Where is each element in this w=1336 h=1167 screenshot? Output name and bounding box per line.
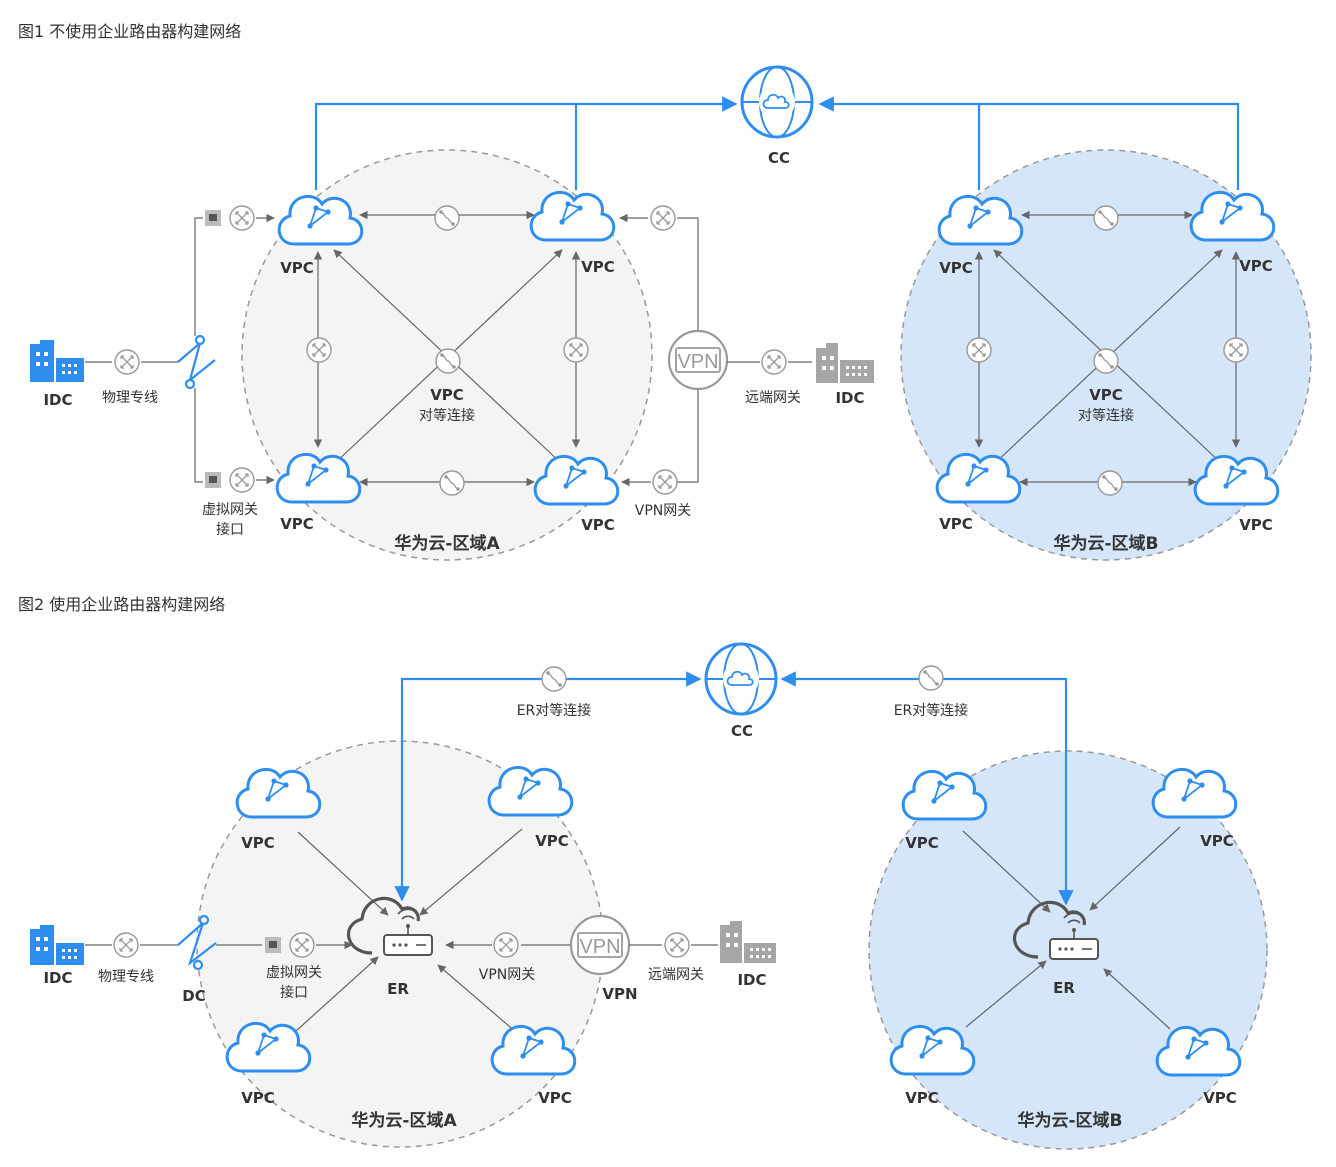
- vpn-gateway-label: VPN网关: [635, 503, 692, 519]
- cc-connections: [314, 96, 1240, 190]
- cc-icon: [704, 642, 778, 716]
- cc-icon: [740, 65, 814, 139]
- dc-lightning-icon: [177, 334, 216, 390]
- vpc-label: VPC: [1239, 516, 1273, 534]
- region-b-label: 华为云-区域B: [1017, 1110, 1122, 1131]
- vpc-label: VPC: [280, 515, 314, 533]
- region-b-vpc-cloud: [1189, 190, 1276, 242]
- vpc-label: VPC: [535, 832, 569, 850]
- figure2-diagram: ER对等连接 ER对等连接 CC VPC VPC VPC VPC ER 华为云-…: [30, 642, 1268, 1150]
- vpc-label: VPC: [280, 259, 314, 277]
- physical-line-label: 物理专线: [102, 390, 158, 406]
- figure1-diagram: CC VPC VPC VPC VPC VPC 对等连接 华为云-区域A IDC …: [30, 65, 1312, 561]
- idc-label: IDC: [737, 971, 766, 989]
- remote-gateway-label: 远端网关: [648, 967, 704, 983]
- idc-building-icon: [30, 340, 84, 382]
- vif-label-line1: 虚拟网关: [266, 965, 322, 981]
- vpc-label: VPC: [939, 259, 973, 277]
- er-peering-label-right: ER对等连接: [894, 702, 969, 719]
- vpc-label: VPC: [905, 1089, 939, 1107]
- vpn-icon-text: VPN: [579, 936, 620, 958]
- region-a-vpc-cloud: [529, 190, 616, 242]
- vpc-label: VPC: [905, 834, 939, 852]
- cc-label: CC: [768, 149, 790, 167]
- idc-building-icon-gray: [816, 343, 874, 383]
- peering-label-line1: VPC: [430, 386, 464, 404]
- region-b-vpc-cloud: [1151, 767, 1238, 819]
- vpc-label: VPC: [939, 515, 973, 533]
- dc-lightning-icon: [177, 914, 217, 971]
- dc-label: DC: [182, 987, 205, 1005]
- er-peering-lines: [394, 671, 1074, 906]
- idc-building-icon-gray: [720, 921, 776, 963]
- er-label: ER: [1053, 979, 1075, 997]
- er-label: ER: [387, 980, 409, 998]
- vpc-label: VPC: [1239, 257, 1273, 275]
- vpn-gateway-label: VPN网关: [479, 967, 536, 983]
- remote-gateway-label: 远端网关: [745, 390, 801, 406]
- region-a-label: 华为云-区域A: [351, 1110, 457, 1131]
- region-a-vpc-cloud: [487, 765, 574, 817]
- vpc-label: VPC: [1200, 832, 1234, 850]
- region-b-er-links: [962, 826, 1181, 1030]
- er-peering-label-left: ER对等连接: [517, 702, 592, 719]
- idc-label: IDC: [43, 969, 72, 987]
- vif-label-line1: 虚拟网关: [202, 502, 258, 518]
- vpn-label: VPN: [602, 985, 637, 1003]
- vpc-label: VPC: [538, 1089, 572, 1107]
- idc-building-icon: [30, 925, 84, 965]
- vpn-icon-text: VPN: [677, 351, 718, 373]
- physical-line-label: 物理专线: [98, 969, 154, 985]
- idc-label: IDC: [43, 391, 72, 409]
- vpc-label: VPC: [241, 1089, 275, 1107]
- vpc-label: VPC: [241, 834, 275, 852]
- vpc-label: VPC: [1203, 1089, 1237, 1107]
- peering-label-line1: VPC: [1089, 386, 1123, 404]
- peering-label-line2: 对等连接: [419, 407, 475, 424]
- vpc-label: VPC: [581, 516, 615, 534]
- vpc-label: VPC: [581, 258, 615, 276]
- figure1-title: 图1 不使用企业路由器构建网络: [18, 22, 242, 41]
- cc-label: CC: [731, 722, 753, 740]
- peering-label-line2: 对等连接: [1078, 407, 1134, 424]
- region-a-label: 华为云-区域A: [394, 533, 500, 554]
- region-b-label: 华为云-区域B: [1053, 533, 1158, 554]
- vif-label-line2: 接口: [216, 521, 244, 538]
- figure2-title: 图2 使用企业路由器构建网络: [18, 595, 226, 614]
- idc-label: IDC: [835, 389, 864, 407]
- vif-label-line2: 接口: [280, 984, 308, 1001]
